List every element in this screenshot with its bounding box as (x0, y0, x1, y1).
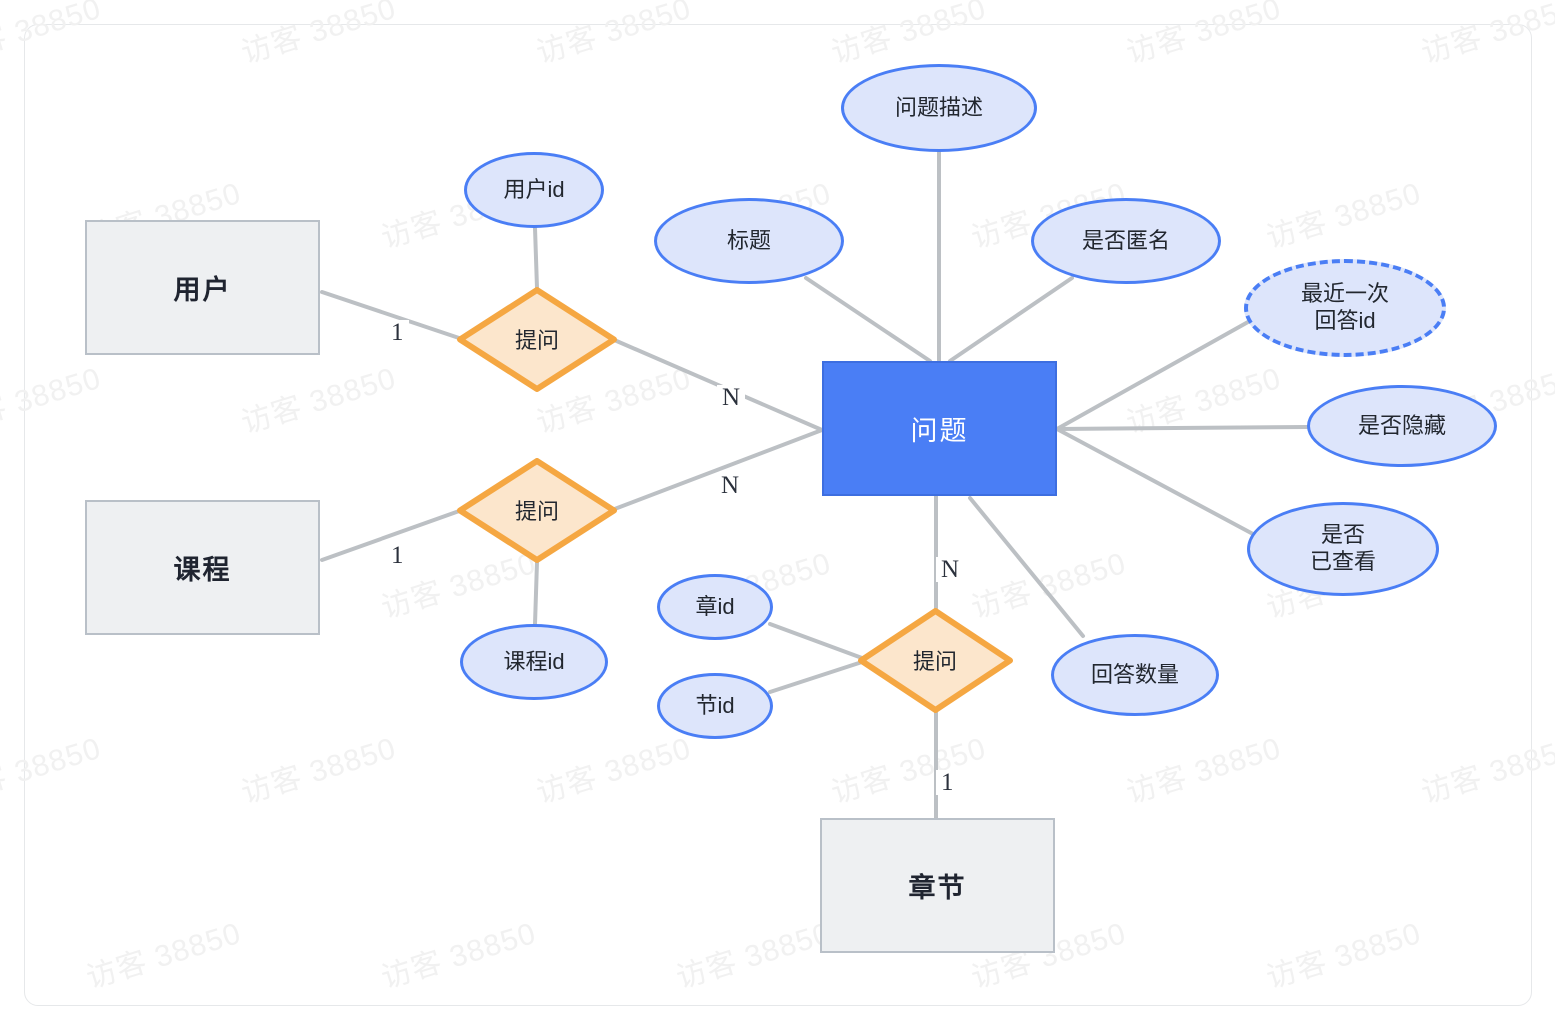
cardinality-ask-to-chapter: 1 (936, 770, 959, 795)
attribute-label-line: 课程id (503, 648, 565, 674)
attribute-label-line: 章id (695, 593, 735, 619)
relationship-ask-course[interactable]: 提问 (457, 458, 617, 563)
attribute-label-line: 标题 (726, 227, 771, 253)
attribute-anonymous[interactable]: 是否匿名 (1031, 198, 1221, 284)
entity-label: 章节 (908, 873, 967, 903)
relationship-ask-chapter[interactable]: 提问 (858, 608, 1013, 713)
diamond-shape-icon (457, 458, 617, 563)
relationship-ask-user[interactable]: 提问 (457, 287, 617, 392)
entity-chapter[interactable]: 章节 (820, 818, 1055, 953)
attribute-viewed[interactable]: 是否已查看 (1247, 502, 1439, 596)
entity-label: 问题 (910, 416, 969, 446)
attribute-label-line: 回答数量 (1090, 661, 1179, 687)
entity-user[interactable]: 用户 (85, 220, 320, 355)
attribute-latest-answer[interactable]: 最近一次回答id (1244, 259, 1446, 357)
attribute-label-line: 已查看 (1309, 549, 1376, 574)
cardinality-ask-to-question-2: N (716, 473, 745, 498)
entity-label: 课程 (173, 555, 232, 585)
attribute-answer-count[interactable]: 回答数量 (1051, 634, 1219, 716)
attribute-hidden[interactable]: 是否隐藏 (1307, 385, 1497, 467)
attribute-course-id[interactable]: 课程id (460, 624, 608, 700)
attribute-label-line: 回答id (1314, 308, 1376, 333)
entity-course[interactable]: 课程 (85, 500, 320, 635)
attribute-label-line: 最近一次 (1300, 281, 1389, 307)
attribute-label-line: 是否 (1320, 522, 1365, 548)
cardinality-user-to-ask: 1 (386, 320, 409, 345)
attribute-label-line: 用户id (503, 176, 565, 202)
attribute-chapter-id[interactable]: 章id (657, 574, 773, 640)
relationship-label: 提问 (514, 499, 559, 524)
relationship-label: 提问 (912, 649, 957, 674)
entity-label: 用户 (173, 275, 232, 305)
attribute-title[interactable]: 标题 (654, 198, 844, 284)
attribute-user-id[interactable]: 用户id (464, 152, 604, 228)
cardinality-ask-to-question-1: N (717, 385, 746, 410)
diamond-shape-icon (457, 287, 617, 392)
attribute-label-line: 是否隐藏 (1357, 412, 1446, 438)
attribute-question-desc[interactable]: 问题描述 (841, 64, 1037, 152)
attribute-label-line: 问题描述 (894, 94, 983, 120)
attribute-section-id[interactable]: 节id (657, 673, 773, 739)
cardinality-course-to-ask: 1 (386, 543, 409, 568)
attribute-label-line: 是否匿名 (1081, 227, 1170, 253)
relationship-label: 提问 (514, 328, 559, 353)
attribute-label-line: 节id (695, 692, 735, 718)
entity-question[interactable]: 问题 (822, 361, 1057, 496)
cardinality-question-to-ask-3: N (936, 557, 965, 582)
